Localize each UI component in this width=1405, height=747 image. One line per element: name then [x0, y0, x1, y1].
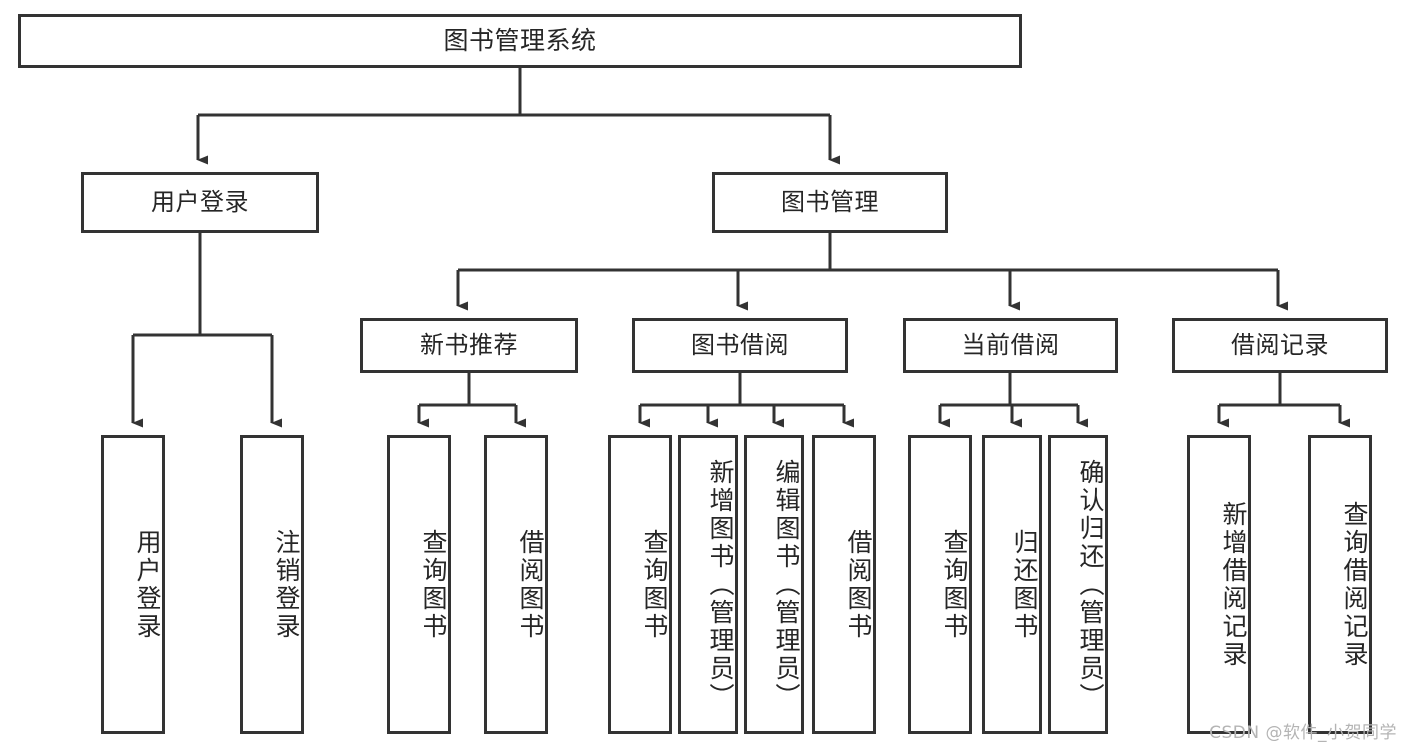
node-label: 注销登录 [272, 528, 301, 641]
node-leaf-4[interactable]: 查询图书 [608, 435, 672, 734]
node-leaf-0[interactable]: 用户登录 [101, 435, 165, 734]
node-leaf-3[interactable]: 借阅图书 [484, 435, 548, 734]
node-root-system[interactable]: 图书管理系统 [18, 14, 1022, 68]
node-leaf-2[interactable]: 查询图书 [387, 435, 451, 734]
node-leaf-6[interactable]: 编辑图书（管理员） [744, 435, 804, 734]
node-level2-0[interactable]: 用户登录 [81, 172, 319, 233]
node-label: 图书管理系统 [443, 26, 597, 56]
node-level3-1[interactable]: 图书借阅 [632, 318, 848, 373]
node-label: 借阅记录 [1231, 331, 1329, 360]
node-label: 编辑图书（管理员） [772, 458, 801, 711]
node-label: 查询图书 [640, 528, 669, 641]
node-leaf-8[interactable]: 查询图书 [908, 435, 972, 734]
node-label: 借阅图书 [516, 528, 545, 641]
node-level2-1[interactable]: 图书管理 [712, 172, 948, 233]
node-label: 查询图书 [419, 528, 448, 641]
node-label: 新增借阅记录 [1219, 500, 1248, 669]
node-leaf-1[interactable]: 注销登录 [240, 435, 304, 734]
node-label: 新书推荐 [420, 331, 518, 360]
node-level3-3[interactable]: 借阅记录 [1172, 318, 1388, 373]
node-label: 确认归还（管理员） [1076, 458, 1105, 711]
node-leaf-7[interactable]: 借阅图书 [812, 435, 876, 734]
node-leaf-5[interactable]: 新增图书（管理员） [678, 435, 738, 734]
node-label: 查询图书 [940, 528, 969, 641]
node-label: 新增图书（管理员） [706, 458, 735, 711]
node-leaf-10[interactable]: 确认归还（管理员） [1048, 435, 1108, 734]
node-label: 图书借阅 [691, 331, 789, 360]
node-label: 借阅图书 [844, 528, 873, 641]
node-leaf-11[interactable]: 新增借阅记录 [1187, 435, 1251, 734]
node-label: 当前借阅 [961, 331, 1060, 360]
node-leaf-12[interactable]: 查询借阅记录 [1308, 435, 1372, 734]
watermark-text: CSDN @软件_小贺同学 [1209, 723, 1397, 743]
node-level3-2[interactable]: 当前借阅 [903, 318, 1118, 373]
node-label: 用户登录 [133, 528, 162, 641]
node-leaf-9[interactable]: 归还图书 [982, 435, 1042, 734]
node-label: 图书管理 [781, 188, 879, 217]
node-label: 归还图书 [1010, 528, 1039, 641]
node-label: 查询借阅记录 [1340, 500, 1369, 669]
node-label: 用户登录 [151, 188, 249, 217]
node-level3-0[interactable]: 新书推荐 [360, 318, 578, 373]
